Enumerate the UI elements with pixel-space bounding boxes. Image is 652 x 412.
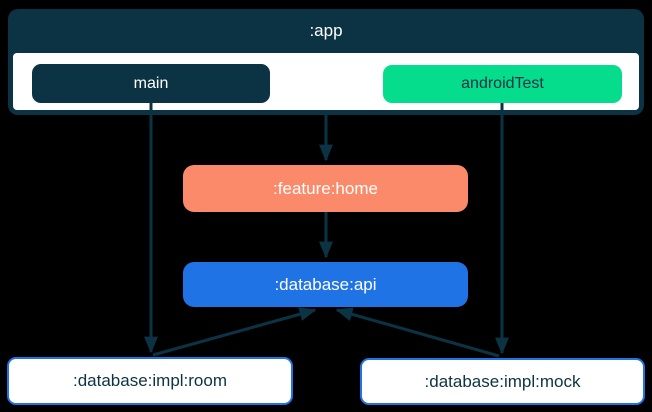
node-database-api: :database:api — [183, 262, 468, 307]
node-database-impl-room-label: :database:impl:room — [72, 371, 228, 390]
node-app: :app main androidTest — [8, 9, 644, 115]
node-database-api-label: :database:api — [274, 274, 377, 294]
node-app-body: main androidTest — [13, 53, 639, 110]
node-main-label: main — [133, 74, 169, 92]
node-app-label: :app — [309, 21, 343, 40]
node-main: main — [32, 64, 270, 103]
node-android-test: androidTest — [383, 65, 622, 103]
node-database-impl-mock-label: :database:impl:mock — [424, 371, 581, 391]
node-database-impl-mock: :database:impl:mock — [360, 358, 645, 405]
node-database-impl-room: :database:impl:room — [7, 357, 293, 405]
node-feature-home-label: :feature:home — [273, 178, 378, 198]
node-android-test-label: androidTest — [461, 75, 544, 92]
edge-impl-room-to-database-api — [152, 307, 317, 357]
edge-impl-mock-to-database-api — [335, 307, 500, 358]
node-feature-home: :feature:home — [183, 165, 468, 212]
